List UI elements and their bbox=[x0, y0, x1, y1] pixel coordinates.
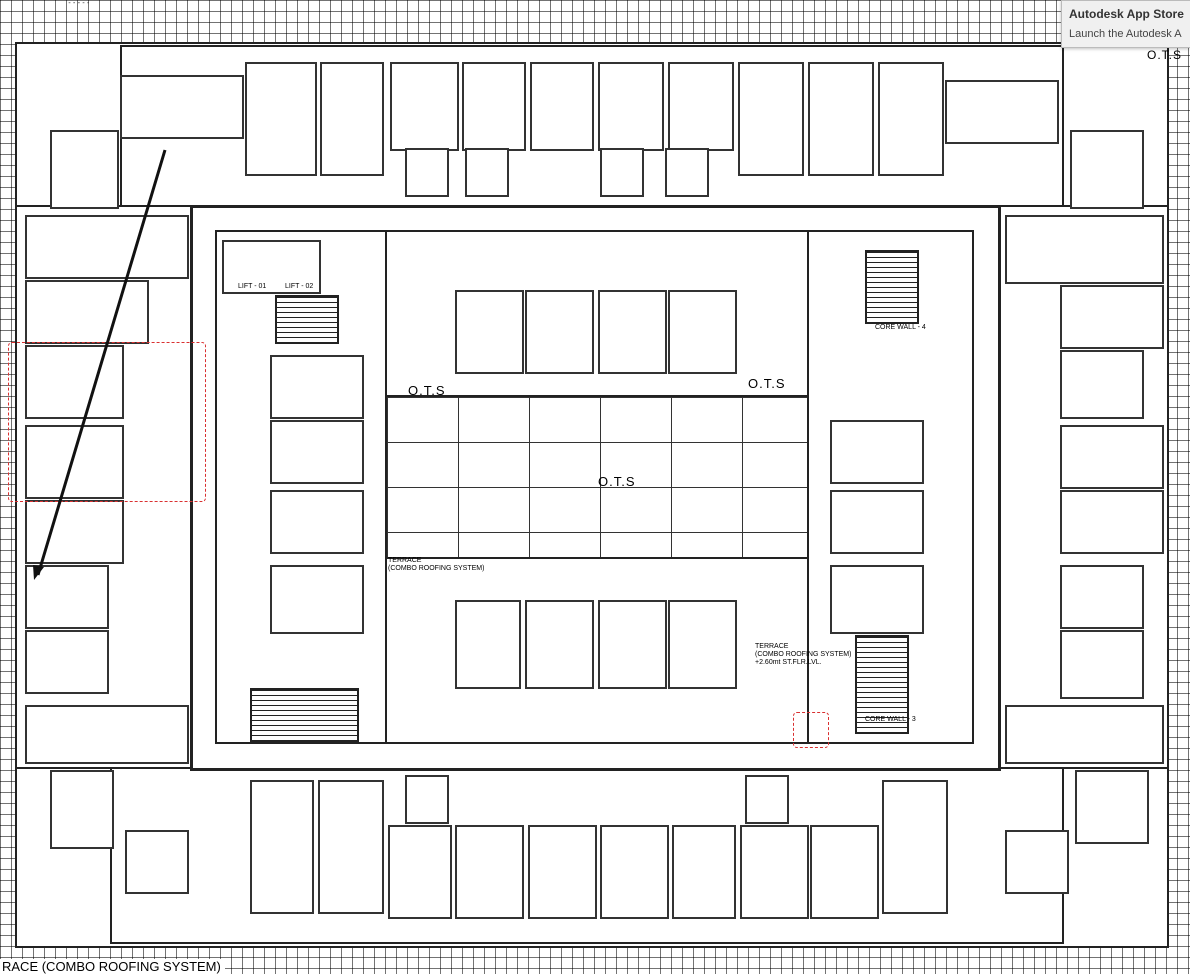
room bbox=[455, 290, 524, 374]
ots-label-center: O.T.S bbox=[598, 474, 636, 489]
tooltip-description: Launch the Autodesk A bbox=[1069, 28, 1182, 40]
room bbox=[1005, 215, 1164, 284]
room bbox=[120, 75, 244, 139]
room bbox=[668, 62, 734, 151]
room bbox=[668, 290, 737, 374]
room bbox=[270, 565, 364, 634]
room bbox=[125, 830, 189, 894]
room bbox=[665, 148, 709, 197]
room bbox=[25, 630, 109, 694]
room bbox=[528, 825, 597, 919]
room bbox=[25, 705, 189, 764]
room bbox=[600, 148, 644, 197]
room bbox=[462, 62, 526, 151]
terrace-note-south: TERRACE (COMBO ROOFING SYSTEM) +2.60mt S… bbox=[755, 643, 852, 666]
room bbox=[672, 825, 736, 919]
room bbox=[465, 148, 509, 197]
room bbox=[598, 62, 664, 151]
room bbox=[405, 148, 449, 197]
room bbox=[25, 215, 189, 279]
room bbox=[455, 825, 524, 919]
room bbox=[808, 62, 874, 176]
room bbox=[270, 490, 364, 554]
room bbox=[25, 565, 109, 629]
room bbox=[25, 280, 149, 344]
room bbox=[1060, 630, 1144, 699]
room bbox=[390, 62, 459, 151]
room bbox=[250, 780, 314, 914]
room bbox=[1075, 770, 1149, 844]
app-store-tooltip[interactable]: Autodesk App Store Launch the Autodesk A bbox=[1061, 0, 1190, 48]
lift-label-1: LIFT - 01 bbox=[238, 283, 267, 290]
room bbox=[25, 500, 124, 564]
room bbox=[882, 780, 948, 914]
room bbox=[810, 825, 879, 919]
room bbox=[318, 780, 384, 914]
room bbox=[25, 345, 124, 419]
revision-cloud-east[interactable] bbox=[793, 712, 829, 748]
room bbox=[25, 425, 124, 499]
core-wall-label-3: CORE WALL - 3 bbox=[865, 716, 916, 723]
ots-label-right: O.T.S bbox=[748, 376, 786, 391]
room bbox=[270, 355, 364, 419]
room bbox=[525, 600, 594, 689]
lift-label-2: LIFT - 02 bbox=[285, 283, 314, 290]
room bbox=[740, 825, 809, 919]
lift-lobby bbox=[222, 240, 321, 294]
room bbox=[1060, 285, 1164, 349]
room bbox=[270, 420, 364, 484]
room bbox=[598, 290, 667, 374]
tooltip-title: Autodesk App Store bbox=[1069, 7, 1184, 21]
room bbox=[738, 62, 804, 176]
stair-nw bbox=[275, 295, 339, 344]
room bbox=[50, 770, 114, 849]
room bbox=[1060, 565, 1144, 629]
room bbox=[320, 62, 384, 176]
arrow-head bbox=[33, 565, 44, 580]
core-wall-label-4: CORE WALL - 4 bbox=[875, 324, 926, 331]
stair-ne bbox=[865, 250, 919, 324]
courtyard-ots bbox=[385, 395, 809, 559]
room bbox=[1005, 705, 1164, 764]
room bbox=[1005, 830, 1069, 894]
room bbox=[830, 420, 924, 484]
room bbox=[388, 825, 452, 919]
room bbox=[525, 290, 594, 374]
room bbox=[1060, 350, 1144, 419]
stair-se bbox=[855, 635, 909, 734]
room bbox=[455, 600, 521, 689]
room bbox=[530, 62, 594, 151]
room bbox=[1070, 130, 1144, 209]
stair-sw bbox=[250, 688, 359, 742]
room bbox=[668, 600, 737, 689]
terrace-note-north: TERRACE (COMBO ROOFING SYSTEM) bbox=[388, 557, 485, 572]
room bbox=[878, 62, 944, 176]
room bbox=[50, 130, 119, 209]
room bbox=[1060, 425, 1164, 489]
room bbox=[598, 600, 667, 689]
room bbox=[830, 490, 924, 554]
room bbox=[245, 62, 317, 176]
terrace-label-bottom: RACE (COMBO ROOFING SYSTEM) bbox=[0, 959, 225, 974]
room bbox=[830, 565, 924, 634]
leader-line bbox=[36, 149, 167, 576]
room bbox=[745, 775, 789, 824]
title-block-note: ⁃ ⁃ ⁃ ⁃ ⁃ bbox=[68, 1, 90, 7]
ots-label-top-right: O.T.S bbox=[1147, 48, 1183, 62]
room bbox=[600, 825, 669, 919]
ots-label-left: O.T.S bbox=[408, 383, 446, 398]
room bbox=[405, 775, 449, 824]
room bbox=[1060, 490, 1164, 554]
room bbox=[945, 80, 1059, 144]
